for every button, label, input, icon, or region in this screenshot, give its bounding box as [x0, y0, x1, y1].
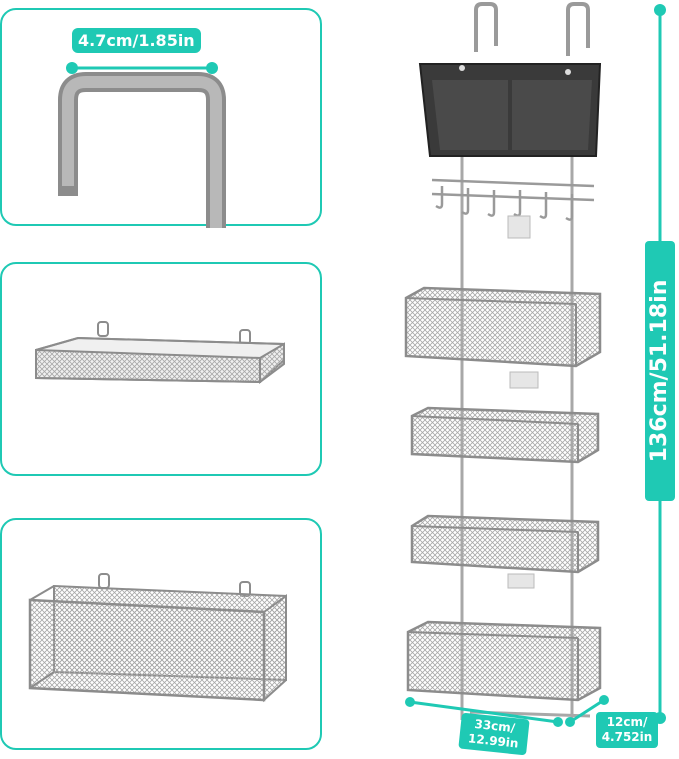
- rack-basket-top: [404, 286, 602, 368]
- rack-shelf-lower: [410, 514, 600, 574]
- rack-basket-bottom: [406, 620, 602, 702]
- rack-depth-label: 12cm/ 4.752in: [596, 712, 658, 748]
- rack-height-label: 136cm/51.18in: [645, 241, 675, 501]
- depth-dimension-line: [565, 695, 609, 727]
- rack-hook-bar: [431, 178, 595, 239]
- rack-organizer: [418, 63, 602, 157]
- hook-detail-panel: 4.7cm/1.85in: [0, 8, 322, 228]
- rack-depth-cm: 12cm/: [606, 715, 648, 729]
- basket-detail-panel: [0, 518, 322, 750]
- width-dimension-line: [405, 697, 563, 727]
- basket-illustration: [28, 573, 287, 703]
- rack-door-hooks: [474, 2, 590, 56]
- shelf-detail-panel: [0, 262, 322, 476]
- rack-shelf: [410, 406, 600, 464]
- rack-depth-in: 4.752in: [601, 730, 653, 744]
- door-hook-illustration: [58, 62, 226, 228]
- rack-width-label: 33cm/ 12.99in: [458, 712, 530, 756]
- shelf-illustration: [35, 321, 285, 384]
- hook-width-label: 4.7cm/1.85in: [72, 28, 201, 53]
